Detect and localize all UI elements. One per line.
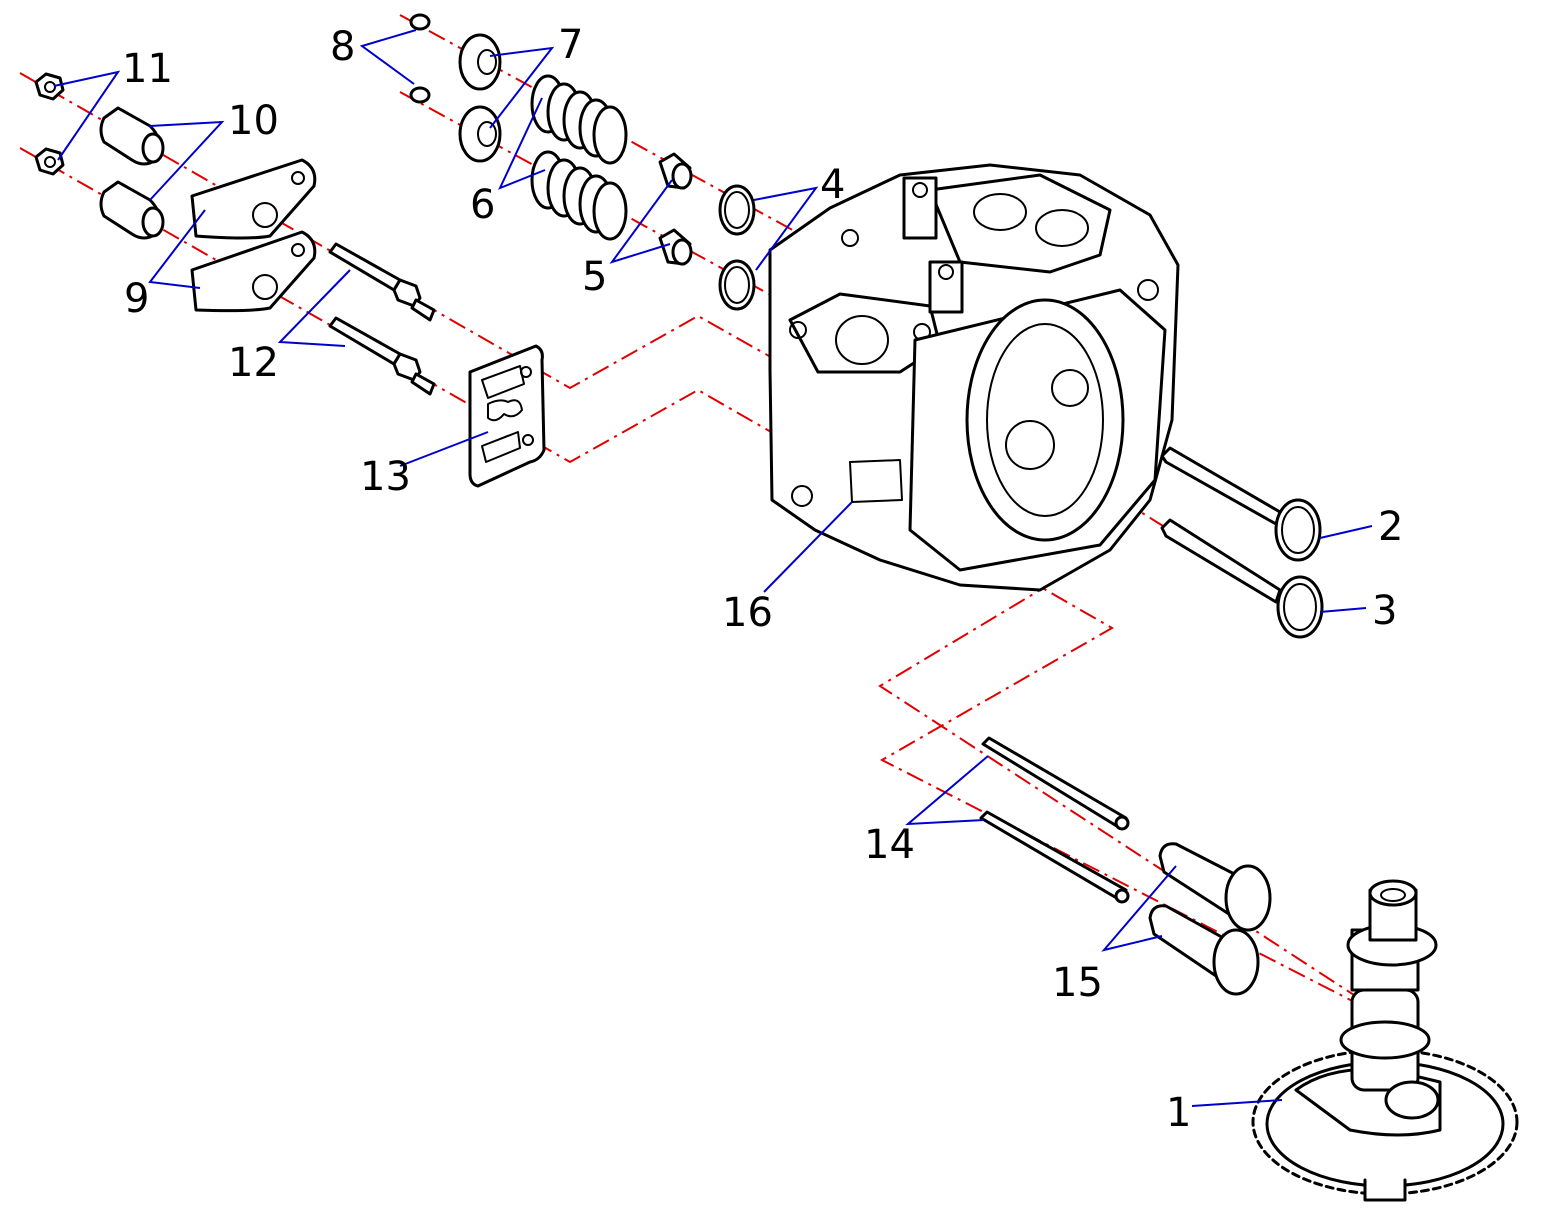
tappet-icon	[1148, 842, 1272, 996]
leader-10	[149, 120, 225, 201]
callout-labels: 11 10 9 12 13 8 7 6 5 4 16 2 3 14 15 1	[122, 22, 1403, 1136]
leader-12	[277, 269, 351, 347]
leader-3	[1319, 607, 1367, 613]
leader-7	[489, 46, 555, 129]
rocker-pivot-icon	[99, 106, 165, 240]
callout-16: 16	[722, 590, 773, 636]
cylinder-head-icon	[768, 163, 1180, 592]
valve-icon	[1160, 518, 1324, 639]
leader-11	[53, 70, 121, 161]
leader-14	[905, 755, 989, 826]
callout-11: 11	[122, 46, 173, 92]
callout-13: 13	[360, 454, 411, 500]
leader-1	[1191, 1099, 1283, 1107]
callout-8: 8	[330, 24, 355, 70]
callout-1: 1	[1166, 1090, 1191, 1136]
stud-icon	[328, 242, 436, 396]
callout-5: 5	[582, 254, 607, 300]
leader-8	[359, 29, 417, 85]
push-rod-icon	[979, 736, 1130, 904]
callout-4: 4	[820, 162, 845, 208]
nut-icon	[34, 72, 65, 176]
callout-15: 15	[1052, 960, 1103, 1006]
callout-3: 3	[1372, 588, 1397, 634]
rocker-arm-icon	[190, 158, 317, 313]
valve-guide-icon	[658, 152, 693, 266]
leader-2	[1319, 525, 1373, 539]
gasket-icon	[468, 344, 546, 488]
callout-14: 14	[864, 822, 915, 868]
valve-seal-ring-icon	[718, 184, 756, 311]
leader-lines	[53, 29, 1373, 1107]
callout-2: 2	[1378, 504, 1403, 550]
callout-10: 10	[228, 98, 279, 144]
callout-9: 9	[124, 276, 149, 322]
callout-6: 6	[470, 182, 495, 228]
leader-6	[498, 97, 546, 190]
leader-5	[609, 179, 673, 264]
valve-spring-icon	[530, 74, 628, 241]
valve-cotter-icon	[409, 13, 431, 104]
leader-15	[1101, 865, 1177, 952]
callout-12: 12	[228, 340, 279, 386]
axis-upper-valve	[19, 72, 1401, 1026]
spring-retainer-icon	[458, 33, 502, 163]
camshaft-gear-icon	[1251, 879, 1519, 1202]
leader-16	[763, 501, 853, 593]
valve-icon	[1160, 446, 1322, 562]
callout-7: 7	[558, 22, 583, 68]
leader-13	[399, 431, 489, 467]
leader-4	[753, 186, 819, 271]
leader-9	[148, 209, 206, 289]
